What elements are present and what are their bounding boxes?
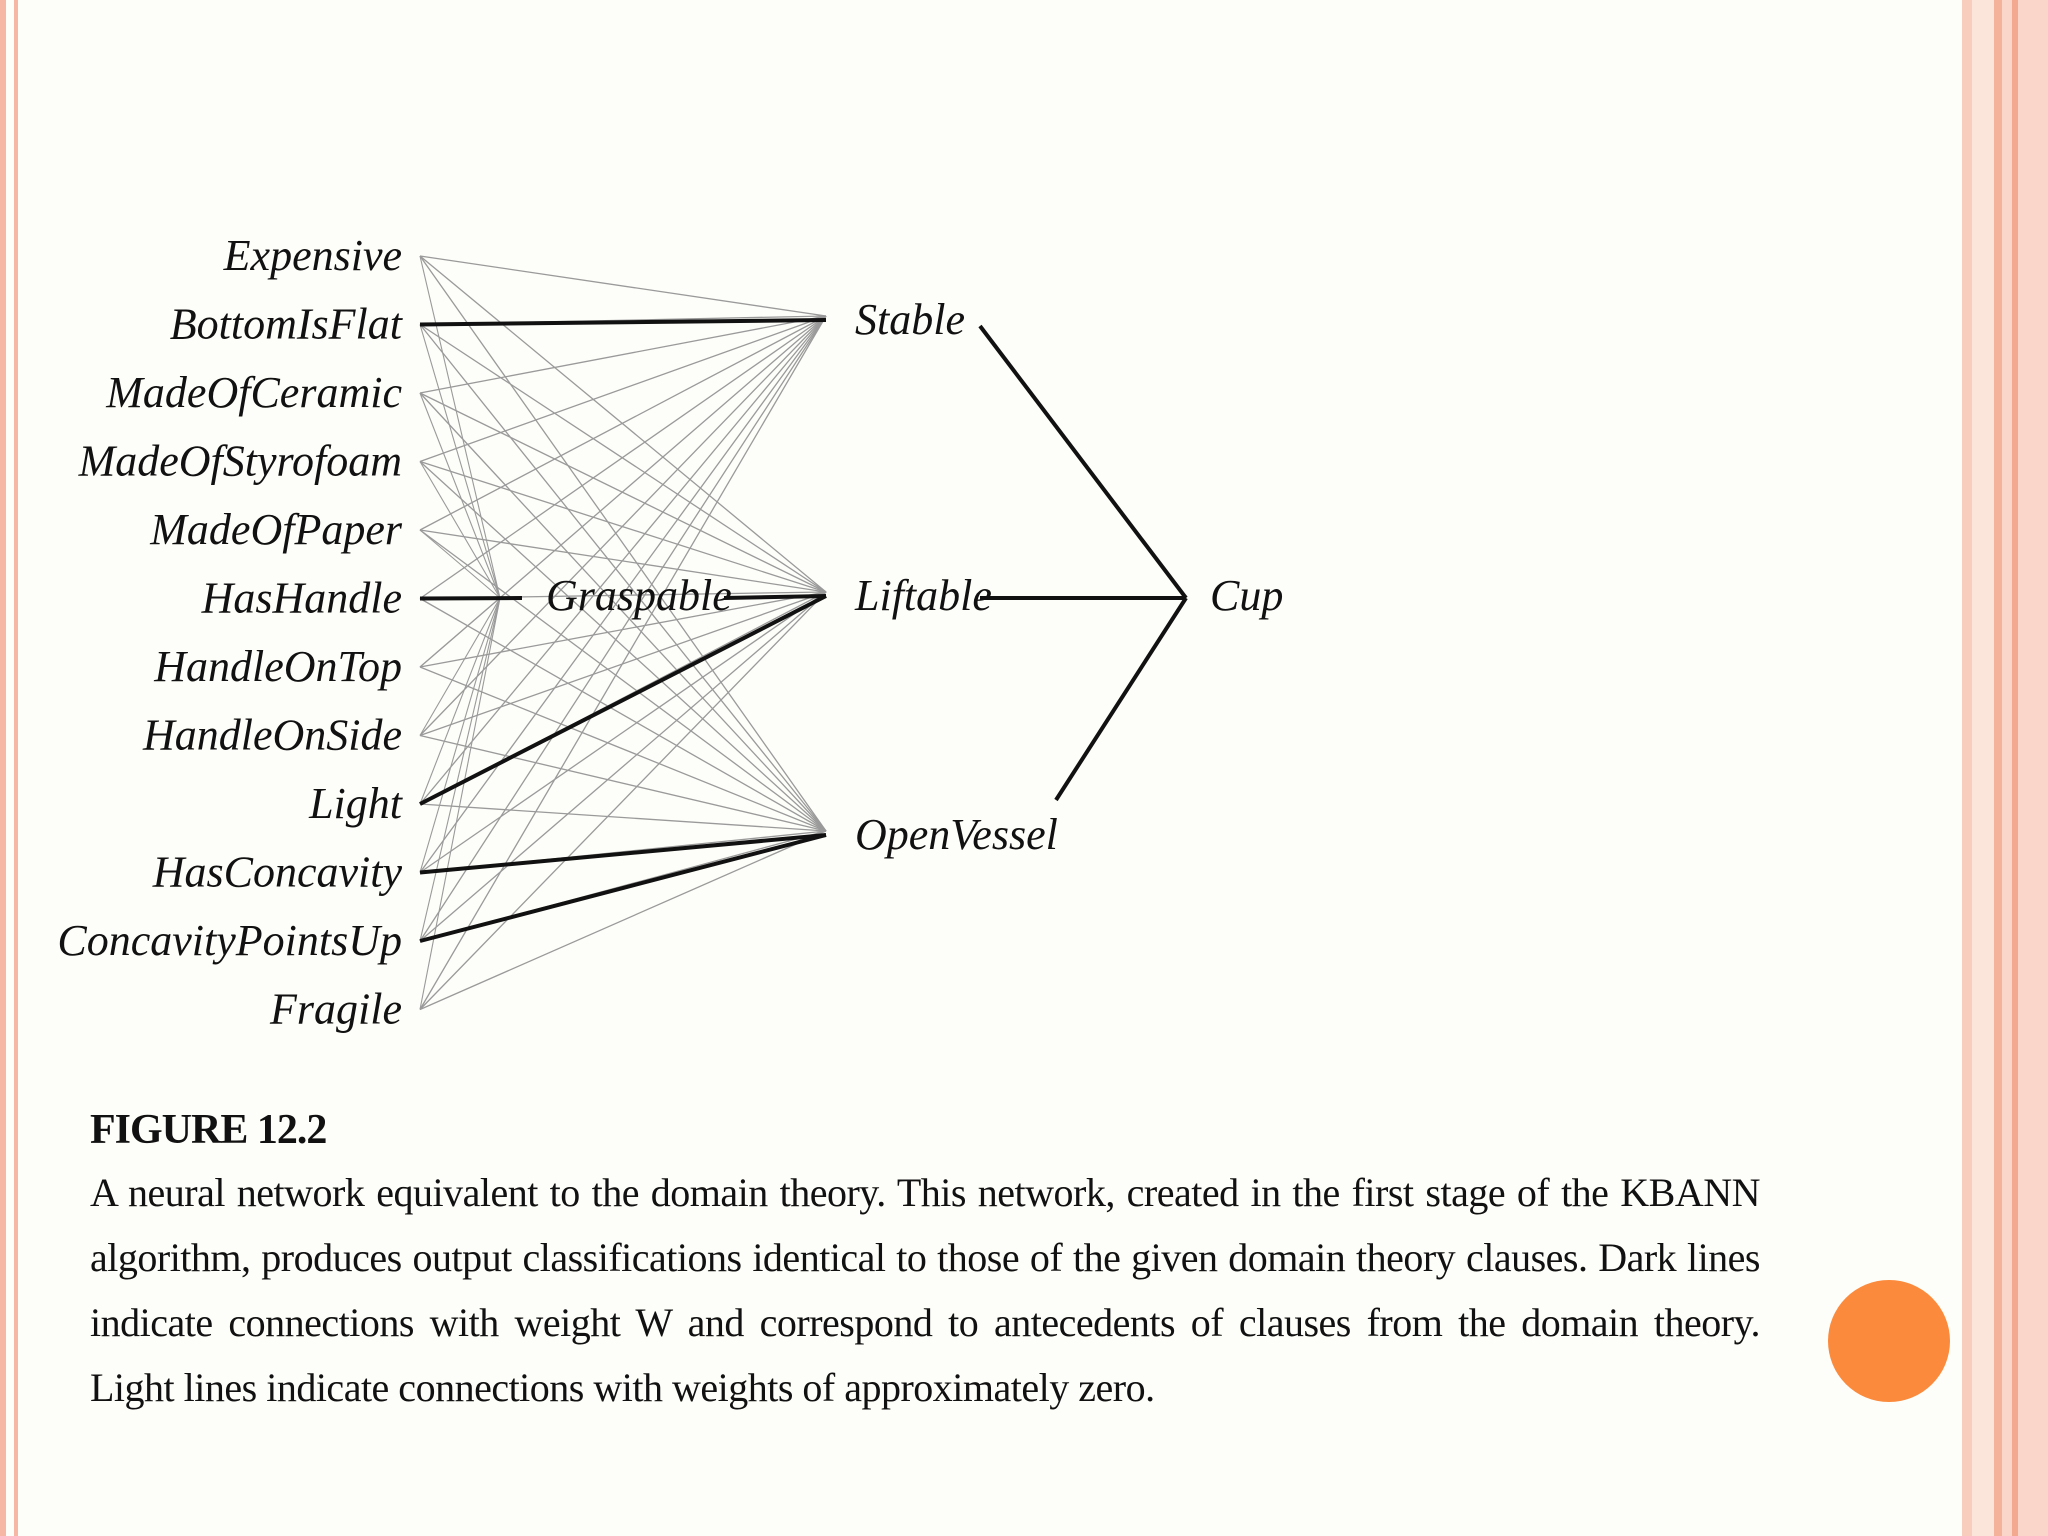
light-connection-line — [419, 666, 827, 832]
light-connection-line — [419, 315, 827, 600]
slide-border-right — [1962, 0, 1972, 1536]
light-connection-line — [419, 460, 827, 593]
light-connection-line — [419, 461, 501, 599]
light-connection-line — [419, 315, 827, 463]
light-connection-line — [419, 324, 827, 832]
node-label-handle-on-top: HandleOnTop — [153, 642, 402, 691]
node-label-liftable: Liftable — [854, 571, 992, 620]
slide-border-left-outer — [0, 0, 6, 1536]
light-connection-line — [419, 255, 501, 599]
dark-connection-line — [723, 594, 827, 600]
light-connections — [419, 255, 827, 1011]
light-connection-line — [419, 830, 827, 1011]
dark-connection-line — [419, 596, 523, 601]
light-connection-line — [419, 392, 827, 832]
light-connection-line — [419, 255, 827, 832]
dark-connection-line — [419, 318, 827, 327]
dark-connection-line — [1054, 596, 1188, 802]
light-connection-line — [419, 597, 501, 942]
light-connection-line — [419, 315, 827, 873]
slide-border-right-band — [1972, 0, 1994, 1536]
dark-connection-line — [978, 324, 1188, 600]
light-connection-line — [419, 597, 827, 832]
node-labels: ExpensiveBottomIsFlatMadeOfCeramicMadeOf… — [57, 231, 1283, 1034]
light-connection-line — [419, 597, 501, 1010]
light-connection-line — [419, 591, 827, 874]
light-connection-line — [419, 734, 827, 832]
light-connection-line — [419, 315, 827, 531]
dark-connection-line — [419, 594, 827, 806]
node-label-open-vessel: OpenVessel — [855, 810, 1058, 859]
light-connection-line — [419, 315, 827, 942]
light-connection-line — [419, 461, 827, 832]
light-connection-line — [419, 315, 827, 394]
node-label-cup: Cup — [1210, 571, 1283, 620]
figure-title: FIGURE 12.2 — [90, 1107, 327, 1153]
light-connection-line — [419, 591, 827, 942]
slide-border-right-line — [1994, 0, 2002, 1536]
figure-caption-text: A neural network equivalent to the domai… — [90, 1170, 1761, 1410]
light-connection-line — [419, 324, 501, 599]
light-connection-line — [419, 529, 501, 599]
node-label-handle-on-side: HandleOnSide — [142, 711, 402, 760]
node-label-bottom-is-flat: BottomIsFlat — [170, 300, 404, 349]
node-label-light: Light — [308, 779, 404, 828]
node-label-made-of-styrofoam: MadeOfStyrofoam — [78, 437, 402, 486]
node-label-stable: Stable — [855, 295, 965, 344]
node-label-made-of-ceramic: MadeOfCeramic — [105, 368, 402, 417]
light-connection-line — [419, 597, 501, 668]
light-connection-line — [419, 803, 827, 832]
light-connection-line — [419, 392, 827, 593]
light-connection-line — [419, 323, 827, 593]
network-diagram: ExpensiveBottomIsFlatMadeOfCeramicMadeOf… — [57, 231, 1283, 1034]
node-label-has-handle: HasHandle — [201, 574, 402, 623]
dark-connection-line — [419, 833, 827, 943]
dark-connections — [419, 318, 1188, 943]
node-label-fragile: Fragile — [269, 985, 402, 1034]
node-label-made-of-paper: MadeOfPaper — [149, 505, 403, 554]
light-connection-line — [419, 529, 827, 832]
light-connection-line — [419, 591, 827, 1010]
node-label-graspable: Graspable — [546, 571, 732, 620]
light-connection-line — [419, 315, 827, 736]
light-connection-line — [419, 597, 501, 873]
light-connection-line — [419, 392, 501, 599]
node-label-concavity-points-up: ConcavityPointsUp — [57, 916, 402, 965]
slide-border-left-inner — [14, 0, 18, 1536]
light-connection-line — [419, 255, 827, 317]
light-connection-line — [419, 597, 501, 736]
light-connection-line — [419, 315, 827, 805]
light-connection-line — [419, 597, 501, 805]
orange-circle — [1828, 1280, 1950, 1402]
slide-border-right-edge — [2002, 0, 2048, 1536]
light-connection-line — [419, 315, 827, 1010]
node-label-expensive: Expensive — [223, 231, 402, 280]
light-connection-line — [419, 255, 827, 593]
figure-caption: FIGURE 12.2 A neural network equivalent … — [90, 1106, 1761, 1420]
dark-connection-line — [419, 833, 827, 875]
slide-border-right-stripe — [2012, 0, 2018, 1536]
node-label-has-concavity: HasConcavity — [152, 848, 403, 897]
